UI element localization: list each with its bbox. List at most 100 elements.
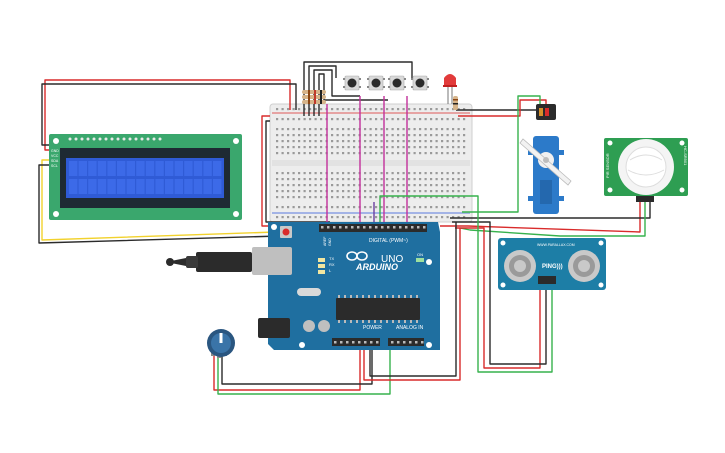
- breadboard-hole: [353, 184, 356, 187]
- arduino-uno[interactable]: ARDUINO UNO DIGITAL (PWM~) POWER ANALOG …: [252, 222, 440, 350]
- potentiometer-icon[interactable]: [207, 329, 235, 358]
- header-pin[interactable]: [358, 341, 361, 344]
- header-pin[interactable]: [415, 341, 418, 344]
- header-pin[interactable]: [409, 341, 412, 344]
- lcd-module[interactable]: GND VCC SDA SCL: [49, 134, 242, 220]
- header-pin[interactable]: [376, 341, 379, 344]
- header-pin[interactable]: [364, 341, 367, 344]
- breadboard-hole: [287, 206, 290, 209]
- power-jack[interactable]: [258, 318, 290, 338]
- breadboard-hole: [342, 196, 345, 199]
- servo-icon[interactable]: [519, 104, 572, 214]
- breadboard-hole: [435, 128, 438, 131]
- header-pin[interactable]: [381, 226, 384, 229]
- breadboard-hole: [408, 196, 411, 199]
- breadboard-hole: [314, 128, 317, 131]
- chip-pin: [356, 295, 358, 298]
- header-pin[interactable]: [334, 341, 337, 344]
- header-pin[interactable]: [375, 226, 378, 229]
- breadboard-hole: [446, 178, 449, 181]
- breadboard-hole: [314, 178, 317, 181]
- breadboard-hole: [342, 178, 345, 181]
- breadboard-hole: [276, 196, 279, 199]
- breadboard-hole: [402, 196, 405, 199]
- breadboard-hole: [391, 206, 394, 209]
- digital-header[interactable]: [319, 224, 427, 232]
- breadboard-hole: [353, 190, 356, 193]
- breadboard-hole: [292, 152, 295, 155]
- push-button-icon[interactable]: [411, 75, 429, 91]
- breadboard-hole: [430, 184, 433, 187]
- breadboard-hole: [463, 206, 466, 209]
- breadboard-hole: [336, 216, 339, 219]
- lcd-cell: [117, 179, 126, 194]
- header-pin[interactable]: [339, 226, 342, 229]
- header-pin[interactable]: [340, 341, 343, 344]
- header-pin[interactable]: [346, 341, 349, 344]
- analog-header[interactable]: [388, 338, 424, 346]
- breadboard-hole: [347, 206, 350, 209]
- breadboard-hole: [375, 206, 378, 209]
- header-pin[interactable]: [333, 226, 336, 229]
- header-pin[interactable]: [327, 226, 330, 229]
- push-button-icon[interactable]: [388, 75, 406, 91]
- breadboard-hole: [364, 216, 367, 219]
- push-button-icon[interactable]: [367, 75, 385, 91]
- header-pin[interactable]: [411, 226, 414, 229]
- lcd-header-pins: [68, 137, 162, 141]
- header-pin[interactable]: [370, 341, 373, 344]
- header-pin[interactable]: [417, 226, 420, 229]
- chip-pin: [386, 320, 388, 323]
- header-pin[interactable]: [351, 226, 354, 229]
- lcd-cell: [203, 161, 212, 176]
- breadboard-hole: [424, 172, 427, 175]
- breadboard-hole: [309, 128, 312, 131]
- lcd-pin: [74, 137, 78, 141]
- header-pin[interactable]: [345, 226, 348, 229]
- arduino-logo: [346, 251, 368, 261]
- breadboard-hole: [452, 128, 455, 131]
- header-pin[interactable]: [321, 226, 324, 229]
- header-pin[interactable]: [423, 226, 426, 229]
- breadboard-hole: [364, 196, 367, 199]
- chip-pin: [338, 295, 340, 298]
- header-pin[interactable]: [387, 226, 390, 229]
- header-pin[interactable]: [397, 341, 400, 344]
- breadboard-hole: [309, 172, 312, 175]
- breadboard-hole: [446, 118, 449, 121]
- header-pin[interactable]: [403, 341, 406, 344]
- usb-cable-icon[interactable]: [166, 252, 252, 272]
- usb-port[interactable]: [252, 247, 292, 275]
- breadboard-hole: [391, 146, 394, 149]
- breadboard-hole: [457, 216, 460, 219]
- aref-label: AREF: [323, 237, 327, 246]
- header-pin[interactable]: [421, 341, 424, 344]
- breadboard-hole: [408, 216, 411, 219]
- header-pin[interactable]: [399, 226, 402, 229]
- push-button-icon[interactable]: [343, 75, 361, 91]
- breadboard-hole: [375, 190, 378, 193]
- breadboard[interactable]: [269, 103, 473, 223]
- led-icon[interactable]: [443, 74, 457, 104]
- ultrasonic-sensor[interactable]: WWW.PARALLAX.COM PING))): [498, 238, 606, 290]
- breadboard-hole: [309, 134, 312, 137]
- header-pin[interactable]: [369, 226, 372, 229]
- wire-lcd-gnd: [41, 83, 297, 146]
- header-pin[interactable]: [393, 226, 396, 229]
- header-pin[interactable]: [363, 226, 366, 229]
- header-pin[interactable]: [352, 341, 355, 344]
- push-buttons[interactable]: [343, 75, 429, 91]
- breadboard-hole: [430, 190, 433, 193]
- power-header[interactable]: [332, 338, 380, 346]
- breadboard-hole: [303, 118, 306, 121]
- pir-sensor[interactable]: PIR SENSOR HC-SR501: [604, 138, 688, 202]
- breadboard-hole: [353, 172, 356, 175]
- header-pin[interactable]: [405, 226, 408, 229]
- breadboard-hole: [331, 196, 334, 199]
- breadboard-hole: [413, 216, 416, 219]
- header-pin[interactable]: [391, 341, 394, 344]
- breadboard-hole: [287, 128, 290, 131]
- breadboard-hole: [298, 172, 301, 175]
- header-pin[interactable]: [357, 226, 360, 229]
